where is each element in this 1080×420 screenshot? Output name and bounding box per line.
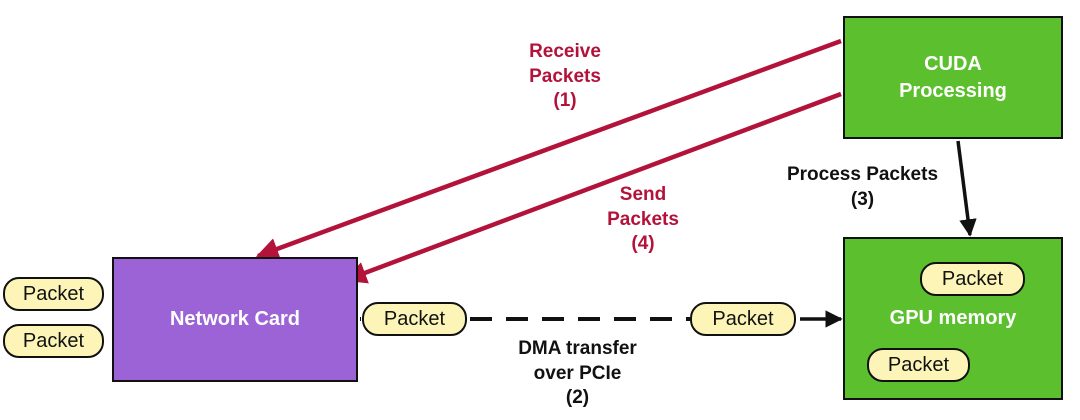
send-label-line2: Packets [607,208,679,230]
send-packets-label: Send Packets (4) [578,183,708,257]
dma-transfer-label: DMA transfer over PCIe (2) [490,337,665,411]
process-packets-arrow [956,140,977,237]
receive-label-line1: Receive [529,41,601,62]
receive-packets-label: Receive Packets (1) [500,40,630,114]
dma-label-line1: DMA transfer [518,338,637,359]
receive-step-number: (1) [553,90,577,112]
send-step-number: (4) [631,233,655,255]
dma-label-line2: over PCIe [533,362,622,384]
send-label-line1: Send [619,184,667,205]
dma-step-number: (2) [565,387,590,409]
packet-chip: Packet [3,324,104,358]
network-card-label: Network Card [169,308,301,330]
packet-chip: Packet [867,348,970,382]
gpu-memory-label: GPU memory [889,307,1017,329]
cuda-label-line1: CUDA [924,52,982,75]
receive-packets-arrow [255,38,842,260]
process-label-line1: Process Packets [786,164,939,185]
network-card-node: Network Card [112,257,358,382]
process-step-number: (3) [850,188,875,210]
packet-chip: Packet [690,302,796,336]
send-packets-arrow [343,91,842,284]
process-packets-label: Process Packets (3) [750,163,975,212]
receive-label-line2: Packets [529,65,601,87]
cuda-processing-node: CUDA Processing [843,16,1063,139]
packet-chip: Packet [3,277,104,311]
cuda-label-line2: Processing [899,79,1007,102]
packet-chip: Packet [362,302,467,336]
packet-chip: Packet [920,262,1025,296]
